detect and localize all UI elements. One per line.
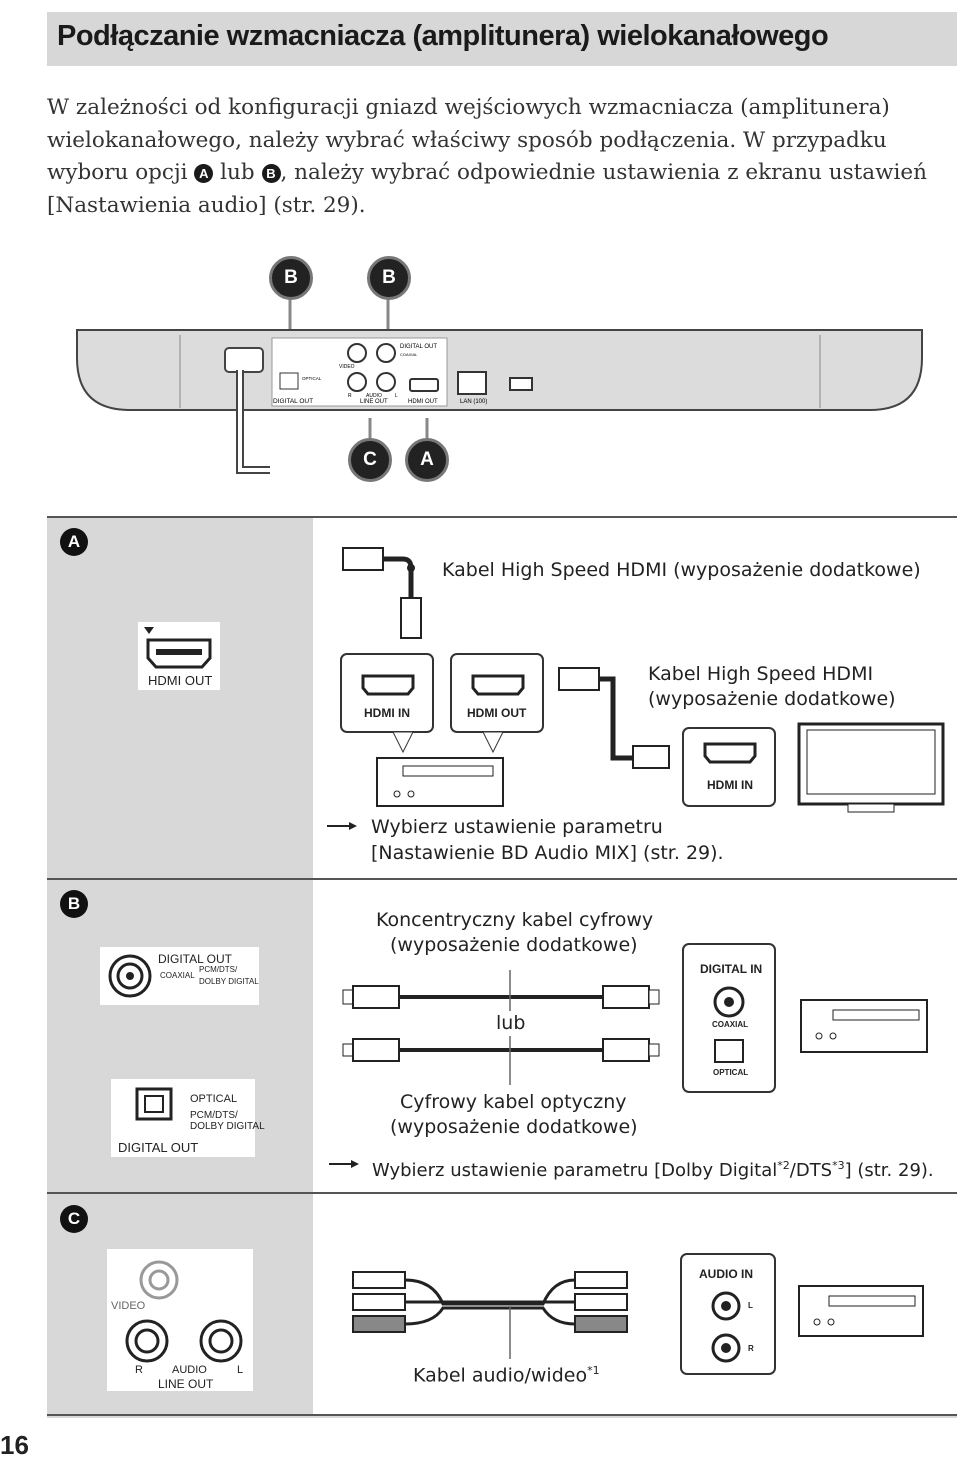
amp-l-label: L: [748, 1301, 753, 1310]
coax-title: DIGITAL OUT: [158, 952, 233, 966]
svg-text:R: R: [348, 393, 352, 399]
section-c-badge: C: [60, 1205, 88, 1233]
audio-l-jack: [376, 372, 396, 392]
page-number: 16: [0, 1430, 29, 1460]
svg-text:HDMI OUT: HDMI OUT: [408, 399, 438, 405]
coaxial-port-tile: [100, 947, 259, 1005]
opt-label: OPTICAL: [190, 1093, 238, 1105]
intro-text-3: , należy wybrać odpowiednie ustawienia z…: [47, 160, 927, 218]
lan-port: [457, 371, 487, 395]
section-a-note-line1: Wybierz ustawienie parametru: [371, 816, 663, 838]
optical-port-icon: [135, 1087, 173, 1121]
opt-cable-label-line1: Cyfrowy kabel optyczny: [400, 1091, 627, 1113]
intro-paragraph: W zależności od konfiguracji gniazd wejś…: [47, 92, 952, 222]
hdmi-out-label: HDMI OUT: [148, 673, 213, 688]
opt-fmt2: DOLBY DIGITAL: [190, 1121, 265, 1132]
optical-port: [279, 372, 299, 390]
video-label: VIDEO: [111, 1300, 146, 1312]
line-out-label: LINE OUT: [158, 1377, 214, 1391]
opt-fmt1: PCM/DTS/: [190, 1110, 238, 1121]
video-jack: [347, 343, 367, 363]
l-label: L: [237, 1364, 244, 1376]
section-b-diagram: [329, 943, 928, 1168]
svg-text:DIGITAL OUT: DIGITAL OUT: [400, 344, 437, 350]
amp-r-label: R: [748, 1344, 754, 1353]
opt-cable-label-line2: (wyposażenie dodatkowe): [390, 1116, 638, 1138]
option-b-badge: B: [261, 164, 281, 183]
amp-coaxial-label: COAXIAL: [712, 1020, 748, 1029]
amp-hdmi-out-label: HDMI OUT: [467, 706, 527, 720]
callout-b-1: B: [269, 256, 313, 300]
audio-r-jack: [347, 372, 367, 392]
tv-hdmi-in-label: HDMI IN: [707, 778, 753, 792]
amp-audio-in-label: AUDIO IN: [699, 1267, 753, 1281]
amp-hdmi-in-label: HDMI IN: [364, 706, 410, 720]
av-cable-label: Kabel audio/wideo*1: [413, 1364, 600, 1387]
page-title: Podłączanie wzmacniacza (amplitunera) wi…: [57, 20, 829, 52]
or-label: lub: [494, 1011, 528, 1036]
lbl-digital-out: DIGITAL OUT: [273, 398, 313, 405]
coax-label: COAXIAL: [160, 971, 195, 980]
audio-label: AUDIO: [172, 1364, 207, 1376]
player-rear-panel-diagram: DIGITAL OUT OPTICAL VIDEO DIGITAL OUT CO…: [76, 298, 923, 474]
intro-text-2: lub: [213, 160, 262, 185]
callout-a: A: [405, 438, 449, 482]
coax-fmt2: DOLBY DIGITAL: [199, 977, 259, 986]
r-label: R: [135, 1364, 143, 1376]
section-a-badge: A: [60, 528, 88, 556]
svg-text:OPTICAL: OPTICAL: [302, 376, 322, 381]
optical-port-tile: [111, 1079, 255, 1157]
coaxial-jack-icon: [108, 954, 152, 998]
hdmi-cable-label-2-line1: Kabel High Speed HDMI: [648, 663, 874, 685]
intro-text-1: W zależności od konfiguracji gniazd wejś…: [47, 95, 890, 185]
option-a-badge: A: [194, 164, 214, 183]
section-header: Podłączanie wzmacniacza (amplitunera) wi…: [47, 12, 957, 66]
line-out-jacks-icon: [125, 1260, 243, 1363]
coaxial-jack: [376, 343, 396, 363]
line-out-port-tile: [107, 1249, 253, 1391]
section-b-badge: B: [60, 890, 88, 918]
usb-port: [509, 377, 533, 391]
svg-text:COAXIAL: COAXIAL: [400, 352, 418, 357]
opt-title: DIGITAL OUT: [118, 1140, 199, 1155]
section-c-diagram: [352, 1253, 924, 1375]
svg-text:AUDIO: AUDIO: [366, 393, 382, 399]
coax-fmt1: PCM/DTS/: [199, 965, 238, 974]
section-a-diagram: [327, 547, 945, 830]
svg-text:L: L: [395, 393, 398, 399]
callout-c: C: [348, 438, 392, 482]
amp-optical-label: OPTICAL: [713, 1068, 749, 1077]
player-chassis: [76, 329, 923, 411]
coax-cable-label-line1: Koncentryczny kabel cyfrowy: [376, 909, 654, 931]
svg-text:LAN (100): LAN (100): [460, 399, 487, 405]
coax-cable-label-line2: (wyposażenie dodatkowe): [390, 934, 638, 956]
power-inlet: [224, 347, 264, 373]
amp-digital-in-label: DIGITAL IN: [700, 962, 763, 976]
hdmi-out-icon: [144, 627, 212, 669]
hdmi-cable-label-1: Kabel High Speed HDMI (wyposażenie dodat…: [442, 559, 921, 581]
hdmi-port: [409, 378, 439, 392]
svg-text:VIDEO: VIDEO: [339, 364, 355, 370]
svg-text:LINE OUT: LINE OUT: [360, 399, 388, 405]
section-a-note-line2: [Nastawienie BD Audio MIX] (str. 29).: [371, 842, 724, 864]
hdmi-cable-label-2-line2: (wyposażenie dodatkowe): [648, 688, 896, 710]
section-b-note: Wybierz ustawienie parametru [Dolby Digi…: [372, 1159, 934, 1181]
callout-b-2: B: [367, 256, 411, 300]
